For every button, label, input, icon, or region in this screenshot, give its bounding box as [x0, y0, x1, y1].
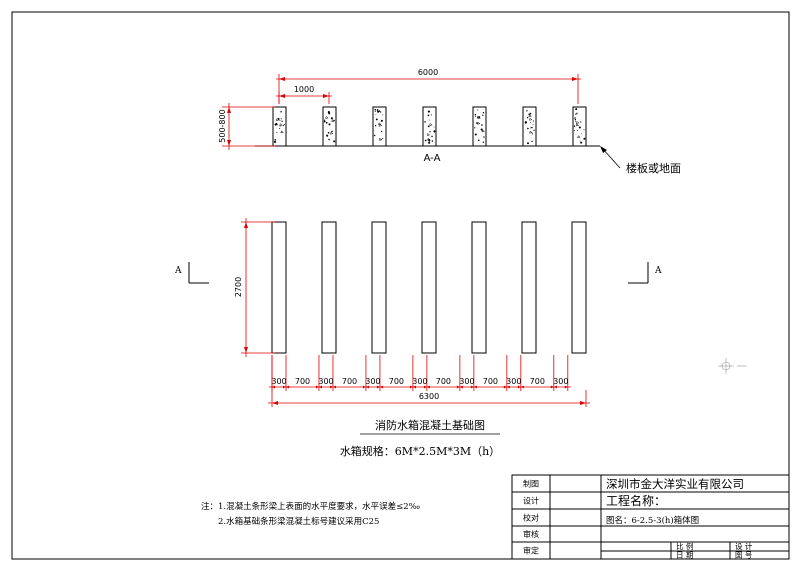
plan-strips: [271, 221, 587, 354]
section-strip: [472, 106, 487, 147]
date-label: 日 期: [676, 551, 693, 560]
role-label: 审定: [523, 546, 539, 556]
section-strip: [322, 106, 337, 147]
note-line-1: 1.混凝土条形梁上表面的水平度要求，水平误差≤2‰: [218, 501, 420, 512]
callout-leader: [601, 147, 621, 169]
section-strip: [572, 106, 587, 147]
length-dimension: 2700: [234, 218, 275, 357]
section-strip: [272, 106, 287, 147]
number-label: 图 号: [735, 551, 752, 560]
section-view: A-A 楼板或地面 500-800 1000: [218, 68, 681, 175]
section-strips: [272, 106, 587, 147]
drawing-name: 图名：6-2.5-3(h)箱体图: [606, 515, 699, 526]
drawing-title: 消防水箱混凝土基础图: [375, 418, 485, 432]
width-dimension-chain: 300 700 300 700 300 700 300 700 300 700 300 700 300: [269, 355, 571, 391]
width-dimension-text: 700: [483, 377, 498, 386]
total-dimension-top: 6000: [276, 68, 581, 104]
width-dimension-text: 300: [318, 377, 333, 386]
scale-label: 比 例: [676, 541, 693, 551]
design-label: 设 计: [735, 541, 753, 551]
spec-text: 水箱规格：6M*2.5M*3M（h）: [340, 444, 500, 458]
width-dimension-text: 300: [271, 377, 286, 386]
plan-strip: [321, 221, 337, 354]
section-label: A-A: [424, 153, 441, 164]
notes-prefix: 注：: [201, 501, 218, 512]
floor-callout: 楼板或地面: [626, 161, 681, 175]
width-dimension-text: 300: [412, 377, 427, 386]
plan-strip: [371, 221, 387, 354]
note-line-2: 2.水箱基础条形梁混凝土标号建议采用C25: [218, 516, 379, 527]
section-strip: [372, 106, 387, 147]
width-dimension-text: 700: [530, 377, 545, 386]
width-dimension-text: 700: [295, 377, 310, 386]
sheet-border: [11, 11, 790, 560]
company-name: 深圳市金大洋实业有限公司: [606, 477, 744, 491]
width-dimension-text: 700: [389, 377, 404, 386]
plan-strip: [271, 221, 287, 354]
title-block: [511, 474, 790, 560]
section-marker-right-text: A: [654, 266, 662, 276]
section-marker-left: A: [174, 262, 209, 284]
total-dimension-bottom-text: 6300: [419, 392, 439, 401]
width-dimension-text: 300: [506, 377, 521, 386]
plan-strip: [521, 221, 537, 354]
height-dimension: 500-800: [218, 103, 275, 150]
plan-strip: [471, 221, 487, 354]
section-marker-right: A: [628, 262, 662, 284]
section-marker-left-text: A: [174, 266, 182, 276]
total-dimension-top-text: 6000: [418, 68, 438, 77]
role-label: 校对: [523, 513, 539, 523]
role-label: 设计: [523, 496, 539, 506]
width-dimension-text: 300: [459, 377, 474, 386]
project-label: 工程名称：: [606, 493, 666, 508]
length-dimension-text: 2700: [234, 277, 243, 297]
role-label: 审核: [523, 529, 539, 539]
plan-strip: [571, 221, 587, 354]
width-dimension-text: 300: [365, 377, 380, 386]
spacing-dimension: 1000: [276, 85, 332, 104]
spacing-dimension-text: 1000: [294, 85, 314, 94]
plan-strip: [421, 221, 437, 354]
height-dimension-text: 500-800: [218, 109, 227, 142]
width-dimension-text: 700: [436, 377, 451, 386]
section-strip: [522, 106, 537, 147]
section-strip: [422, 106, 437, 147]
total-dimension-bottom: 6300: [268, 355, 590, 407]
role-label: 制图: [523, 479, 539, 489]
width-dimension-text: 700: [342, 377, 357, 386]
width-dimension-text: 300: [553, 377, 568, 386]
crosshair-icon: [718, 358, 747, 374]
